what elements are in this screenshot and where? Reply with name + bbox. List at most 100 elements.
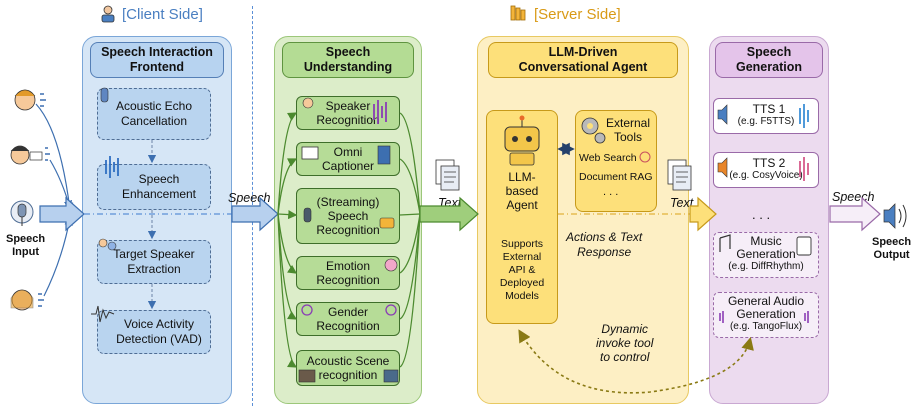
dynamic-invoke-label: Dynamic invoke tool to control [596,322,653,364]
music-example: (e.g. DiffRhythm) [728,261,804,272]
speech-input-label: Speech Input [6,233,45,259]
asr-line1: (Streaming) [316,195,380,209]
actions-line1: Actions & Text [566,230,643,244]
supports-line5: Models [505,290,539,302]
asr-line3: Recognition [316,223,380,237]
vad-line1: Voice Activity [123,317,195,331]
tools-line1: External [606,116,651,130]
document-rag-item: Document RAG [579,171,653,183]
supports-line3: API & [508,264,536,276]
client-person-icon [101,5,115,23]
llm-agent-label: LLM- based Agent [486,170,558,212]
general-audio-generation-module: General Audio Generation (e.g. TangoFlux… [713,292,819,338]
supports-line1: Supports [500,238,544,250]
supports-text: Supports External API & Deployed Models [486,238,558,303]
music-generation-module: Music Generation (e.g. DiffRhythm) [713,232,819,278]
tools-ellipsis: . . . [603,186,619,198]
flow-label-text-2: Text [670,196,694,210]
flow-label-speech-1: Speech [228,191,271,205]
output-line1: Speech [872,236,912,248]
spk-line2: Recognition [316,113,380,127]
speech-output-label: Speech Output [872,236,911,262]
input-line1: Speech [6,233,46,245]
tse-line1: Target Speaker [113,247,195,261]
dynamic-line1: Dynamic [601,322,649,336]
aec-line1: Acoustic Echo [115,99,193,113]
tts2-module: TTS 2 (e.g. CosyVoice) [713,152,819,188]
generation-ellipsis: . . . [752,207,771,222]
music-line2: Generation [736,247,796,261]
agent-title-line1: LLM-Driven [548,45,618,59]
llm-line2: based [505,184,539,198]
frontend-title-line1: Speech Interaction [101,45,213,59]
speaker-avatar-1-icon [14,89,46,111]
understanding-title-line2: Understanding [303,60,393,74]
tts2-name: TTS 2 [752,156,786,170]
generation-title-line1: Speech [746,45,792,59]
asc-line2: recognition [318,368,378,382]
se-line2: Enhancement [121,187,197,201]
actions-line2: Response [577,245,632,259]
audio-line2: Generation [736,307,796,321]
tools-line2: Tools [614,130,643,144]
flow-label-text-1: Text [438,196,462,210]
flow-label-speech-2: Speech [832,190,875,204]
asr-line2: Speech [327,209,369,223]
llm-line3: Agent [506,198,538,212]
output-speaker-icon [883,203,907,229]
asc-line1: Acoustic Scene [306,354,390,368]
omni-line2: Captioner [321,159,375,173]
input-curve-2 [49,159,73,210]
gender-line1: Gender [327,305,369,319]
llm-agent-box [486,110,558,324]
speech-input-arrow [39,196,85,232]
tts1-name: TTS 1 [752,102,786,116]
agent-title-line2: Conversational Agent [518,60,648,74]
input-curve-1 [35,103,74,212]
output-line2: Output [873,249,910,261]
actions-response-label: Actions & Text Response [566,230,642,260]
llm-line1: LLM- [508,170,536,184]
web-search-item: Web Search [579,152,637,164]
tse-line2: Extraction [127,262,181,276]
tts2-example: (e.g. CosyVoice) [729,170,803,181]
supports-line4: Deployed [499,277,545,289]
client-server-divider [252,6,253,406]
server-side-label: [Server Side] [534,6,621,23]
speaker-avatar-3-icon [10,289,44,311]
emo-line2: Recognition [316,273,380,287]
microphone-icon [10,200,34,226]
gender-line2: Recognition [316,319,380,333]
supports-line2: External [502,251,542,263]
generation-title-line2: Generation [736,60,802,74]
client-side-label: [Client Side] [122,6,203,23]
server-icon [510,5,526,21]
audio-example: (e.g. TangoFlux) [729,321,803,332]
vad-line2: Detection (VAD) [116,332,202,346]
se-line1: Speech [138,172,180,186]
external-tools-label: External Tools [606,116,650,144]
audio-line1: General Audio [727,294,805,308]
aec-line2: Cancellation [120,114,188,128]
frontend-title-line2: Frontend [129,60,185,74]
documents-icon-1 [435,159,460,191]
music-line1: Music [750,234,782,248]
dynamic-line2: invoke tool [596,336,654,350]
speaker-avatar-2-icon [10,145,50,165]
dynamic-line3: to control [600,350,650,364]
understanding-title-line1: Speech [325,45,371,59]
emo-line1: Emotion [325,259,371,273]
